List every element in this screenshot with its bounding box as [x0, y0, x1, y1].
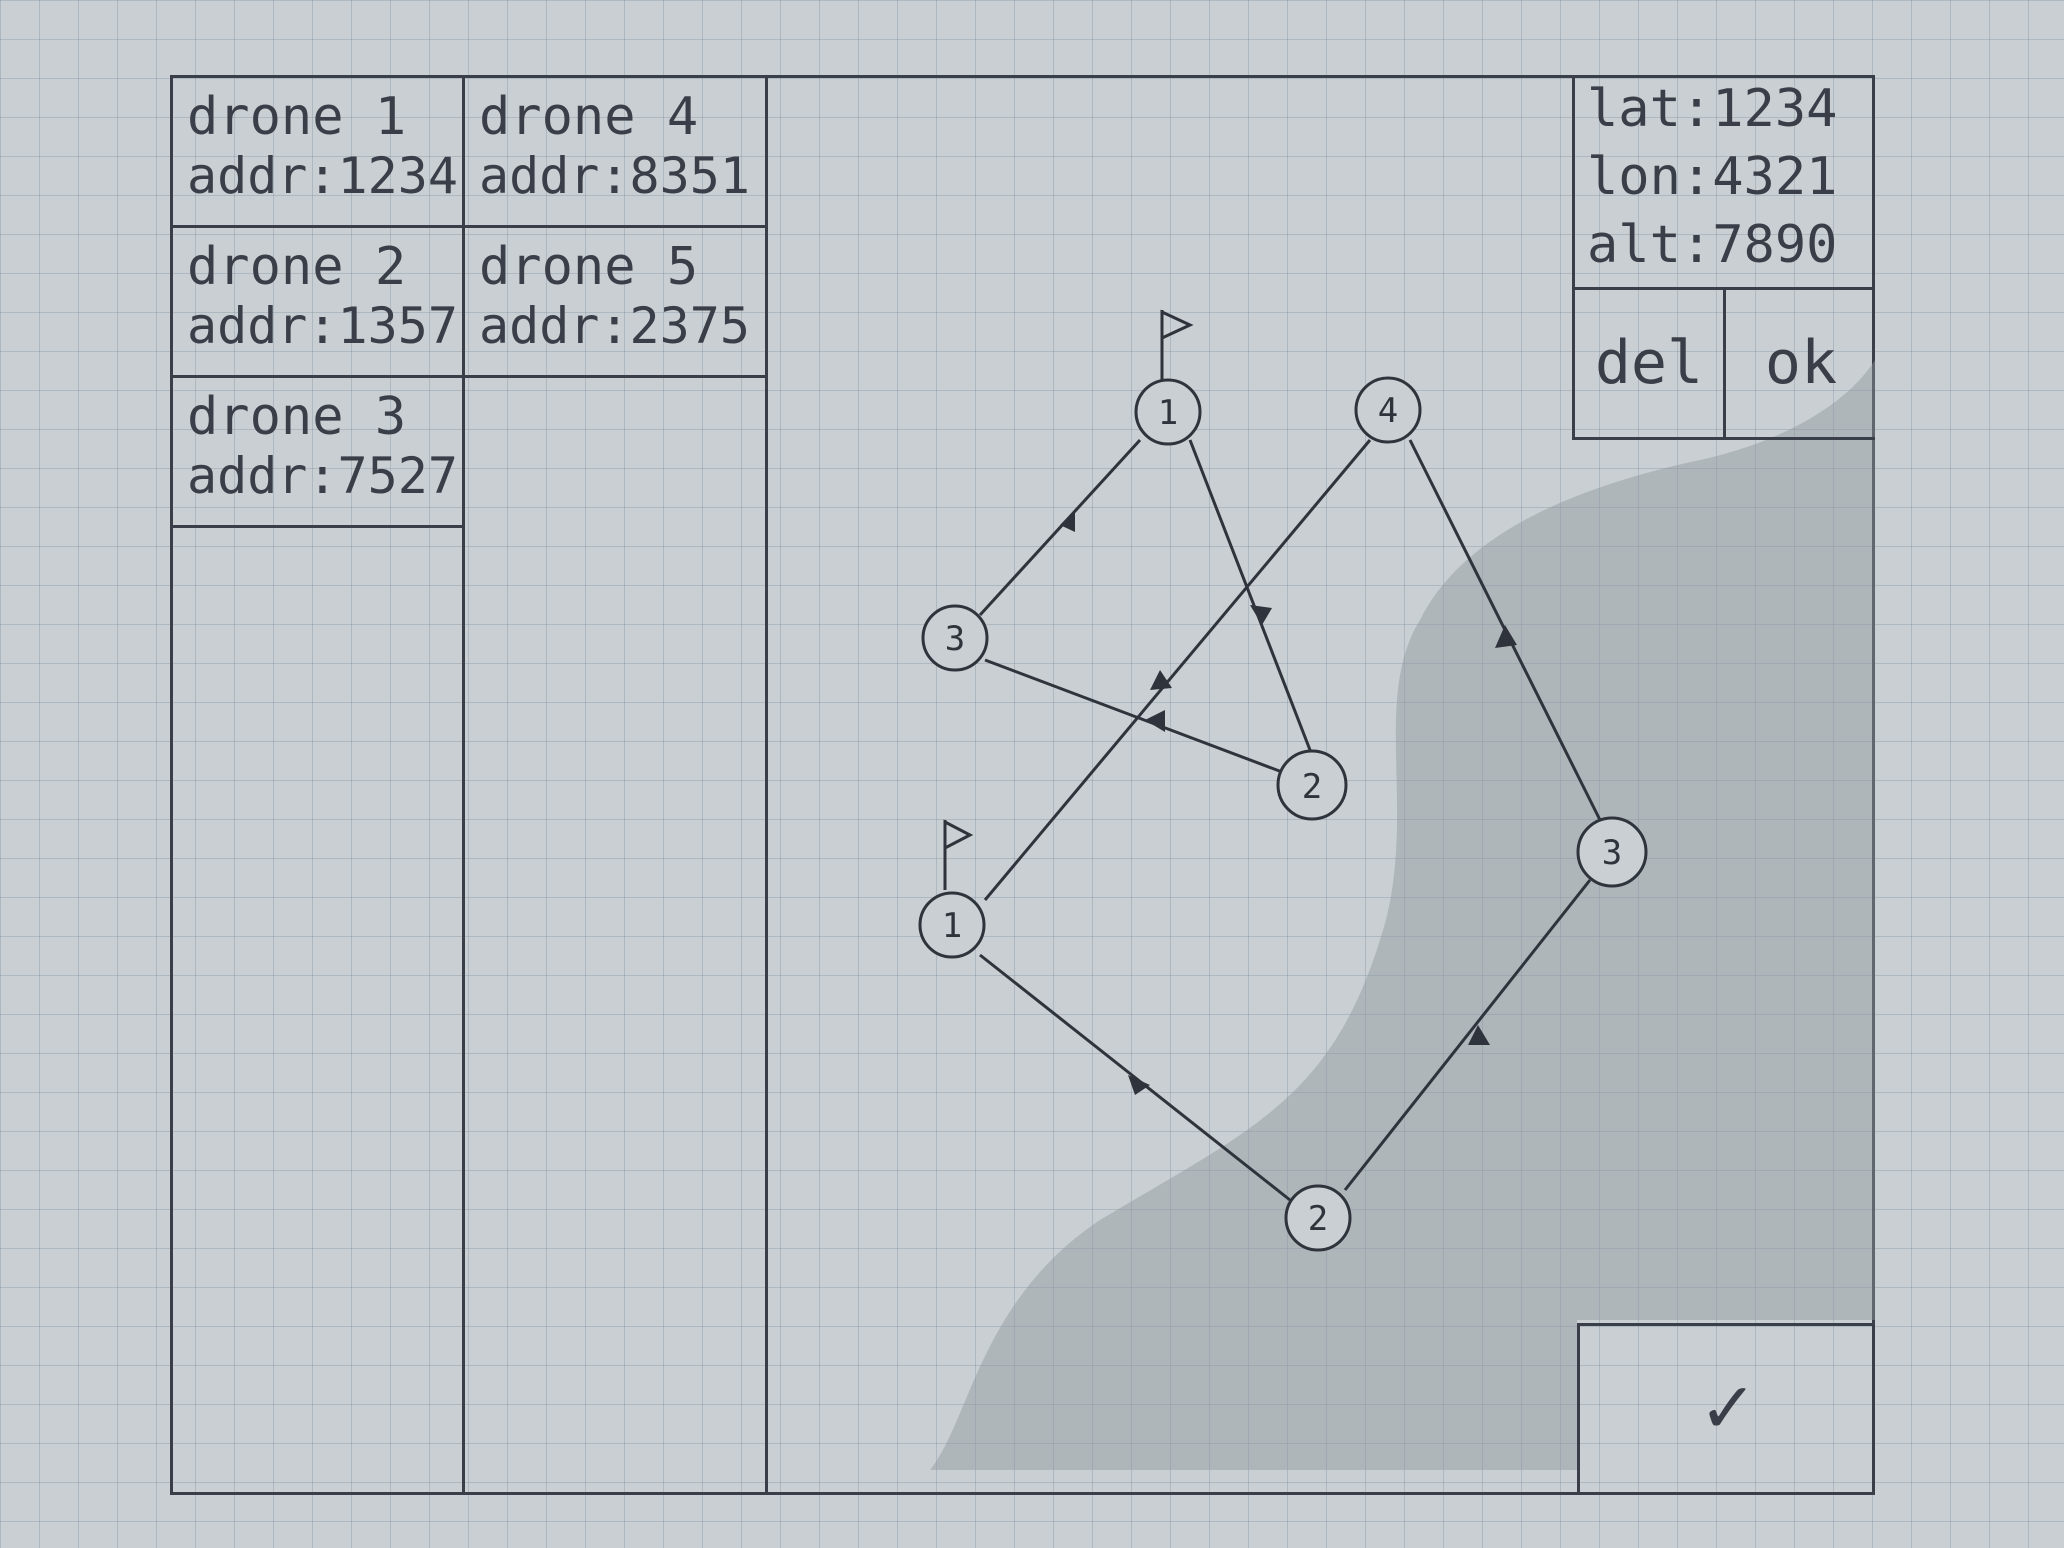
drone-item-4[interactable]: drone 4 addr:8351 — [465, 78, 765, 228]
waypoint-a-4[interactable]: 4 — [1354, 376, 1422, 444]
column-divider-2 — [765, 75, 768, 1495]
direction-arrow-icon — [1060, 510, 1075, 532]
route-a-edge-3-1 — [978, 438, 1142, 617]
drone-name: drone 3 — [187, 387, 407, 447]
drone-item-1[interactable]: drone 1 addr:1234 — [173, 78, 462, 228]
drone-name: drone 4 — [479, 87, 699, 147]
direction-arrow-icon — [1145, 710, 1165, 732]
route-b-edge-1-2 — [979, 953, 1291, 1202]
drone-item-5[interactable]: drone 5 addr:2375 — [465, 228, 765, 378]
start-flag-icon — [943, 819, 974, 851]
longitude-field[interactable]: lon:4321 — [1587, 147, 1838, 207]
altitude-field[interactable]: alt:7890 — [1587, 215, 1838, 275]
direction-arrow-icon — [1150, 670, 1172, 690]
drone-name: drone 5 — [479, 237, 699, 297]
drone-addr: addr:1234 — [187, 146, 458, 205]
drone-item-3[interactable]: drone 3 addr:7527 — [173, 378, 462, 528]
drone-name: drone 2 — [187, 237, 407, 297]
drone-addr: addr:7527 — [187, 446, 458, 505]
direction-arrow-icon — [1468, 1025, 1490, 1045]
waypoint-b-1[interactable]: 1 — [918, 891, 986, 959]
checkmark-icon: ✓ — [1703, 1359, 1752, 1452]
start-flag-icon — [1160, 309, 1194, 341]
route-b-edge-2-3 — [1343, 879, 1592, 1191]
svg-text:1: 1 — [1158, 393, 1178, 433]
column-divider-1 — [462, 75, 465, 1495]
route-a-edge-1-2 — [1188, 439, 1312, 751]
latitude-field[interactable]: lat:1234 — [1587, 79, 1838, 139]
waypoint-b-2[interactable]: 2 — [1284, 1184, 1352, 1252]
waypoint-a-3[interactable]: 3 — [921, 604, 989, 672]
drone-addr: addr:2375 — [479, 296, 750, 355]
delete-button[interactable]: del — [1575, 290, 1726, 437]
svg-text:1: 1 — [942, 906, 962, 946]
direction-arrow-icon — [1495, 625, 1517, 648]
svg-text:3: 3 — [945, 619, 965, 659]
waypoint-a-1[interactable]: 1 — [1134, 378, 1202, 446]
route-b-edge-1-4 — [983, 439, 1372, 901]
svg-text:2: 2 — [1302, 767, 1322, 807]
drone-item-2[interactable]: drone 2 addr:1357 — [173, 228, 462, 378]
coordinate-panel: lat:1234 lon:4321 alt:7890 del ok — [1572, 75, 1875, 440]
direction-arrow-icon — [1250, 605, 1272, 625]
app-frame — [170, 75, 1875, 1495]
drone-name: drone 1 — [187, 87, 407, 147]
shaded-area — [930, 360, 1875, 1470]
direction-arrow-icon — [1128, 1075, 1150, 1095]
confirm-button[interactable]: ✓ — [1577, 1323, 1875, 1495]
waypoint-a-2[interactable]: 2 — [1276, 749, 1348, 821]
coordinate-divider — [1575, 287, 1875, 290]
drone-addr: addr:8351 — [479, 146, 750, 205]
svg-text:3: 3 — [1602, 833, 1622, 873]
drone-addr: addr:1357 — [187, 296, 458, 355]
svg-text:4: 4 — [1378, 391, 1398, 431]
svg-text:2: 2 — [1308, 1199, 1328, 1239]
waypoint-b-3[interactable]: 3 — [1576, 816, 1648, 888]
ok-button[interactable]: ok — [1764, 328, 1838, 398]
